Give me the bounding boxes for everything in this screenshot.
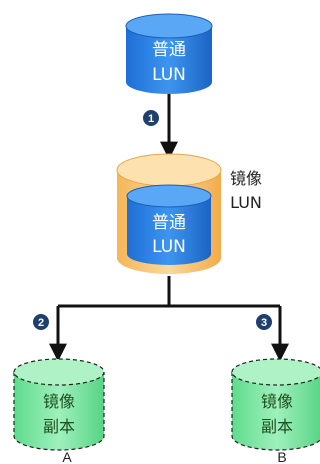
mirror-lun-label-line1: 镜像 bbox=[230, 169, 262, 188]
copy-b-label-line2: 副本 bbox=[261, 417, 293, 436]
step3-number: 3 bbox=[261, 317, 267, 329]
step2-badge: 2 bbox=[33, 314, 49, 330]
mirror-copy-a-cylinder: 镜像 副本 bbox=[13, 358, 105, 451]
step3-badge: 3 bbox=[256, 314, 272, 330]
inner-lun-label-line2: LUN bbox=[152, 237, 186, 257]
step1-badge: 1 bbox=[143, 110, 159, 126]
mirror-lun-label-line2: LUN bbox=[230, 193, 262, 212]
source-lun-label-line2: LUN bbox=[152, 65, 186, 85]
copy-b-label-line1: 镜像 bbox=[261, 392, 293, 411]
source-lun-label-line1: 普通 bbox=[152, 40, 186, 60]
copy-a-caption: A bbox=[62, 449, 72, 464]
step2-number: 2 bbox=[38, 317, 44, 329]
copy-a-label-line1: 镜像 bbox=[43, 392, 75, 411]
copy-b-caption: B bbox=[277, 449, 286, 464]
inner-lun-label-line1: 普通 bbox=[152, 213, 186, 233]
copy-a-label-line2: 副本 bbox=[43, 417, 75, 436]
step1-number: 1 bbox=[148, 113, 154, 125]
mirror-lun-inner-cylinder: 普通 LUN bbox=[126, 184, 212, 265]
mirror-copy-b-cylinder: 镜像 副本 bbox=[231, 358, 320, 451]
split-connector bbox=[58, 276, 280, 308]
source-lun-cylinder: 普通 LUN bbox=[125, 13, 213, 94]
